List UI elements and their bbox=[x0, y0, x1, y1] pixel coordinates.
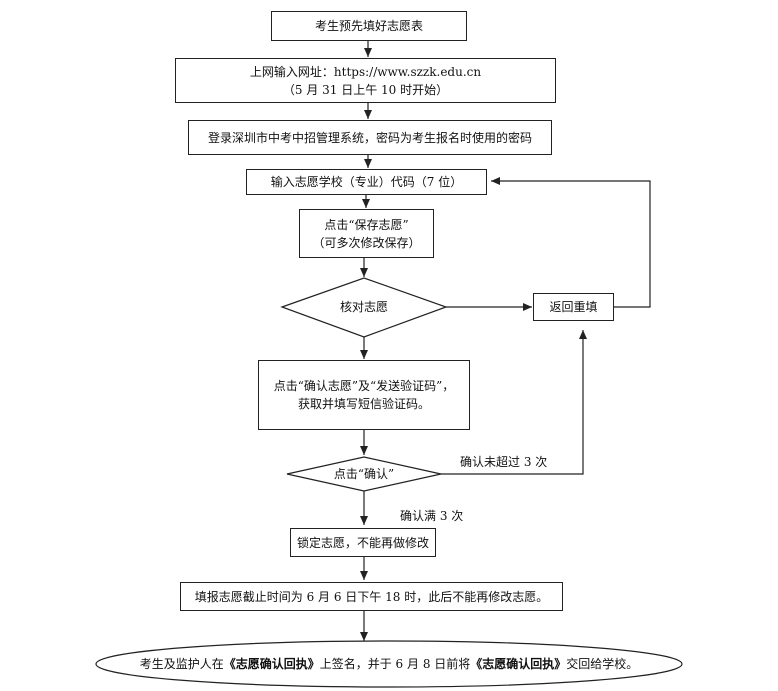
step-login-url: 上网输入网址：https://www.szzk.edu.cn （5 月 31 日… bbox=[175, 58, 556, 103]
login-system-text: 登录深圳市中考中招管理系统，密码为考生报名时使用的密码 bbox=[207, 130, 532, 145]
edge-label-under3: 确认未超过 3 次 bbox=[460, 455, 548, 469]
arrow-return-to-code bbox=[491, 177, 651, 308]
check-diamond-label: 核对志愿 bbox=[314, 299, 414, 315]
lock-text: 锁定志愿，不能再做修改 bbox=[296, 535, 429, 550]
final-part2: 上签名，并于 6 月 8 日前将 bbox=[319, 657, 471, 671]
check-text: 核对志愿 bbox=[339, 300, 388, 314]
step-fill-form-text: 考生预先填好志愿表 bbox=[314, 19, 423, 33]
enter-code-text: 输入志愿学校（专业）代码（7 位） bbox=[270, 175, 463, 189]
final-bold1: 《志愿确认回执》 bbox=[223, 657, 320, 671]
deadline-text: 填报志愿截止时间为 6 月 6 日下午 18 时，此后不能再修改志愿。 bbox=[194, 589, 549, 604]
save-line2: （可多次修改保存） bbox=[312, 235, 421, 250]
final-ellipse bbox=[95, 640, 683, 688]
step-deadline: 填报志愿截止时间为 6 月 6 日下午 18 时，此后不能再修改志愿。 bbox=[180, 582, 563, 611]
confirm-send-line2: 获取并填写短信验证码。 bbox=[297, 397, 430, 411]
step-enter-code: 输入志愿学校（专业）代码（7 位） bbox=[246, 169, 487, 195]
step-login-system: 登录深圳市中考中招管理系统，密码为考生报名时使用的密码 bbox=[188, 120, 552, 155]
return-text: 返回重填 bbox=[549, 300, 598, 314]
step-save: 点击“保存志愿” （可多次修改保存） bbox=[299, 209, 434, 258]
arrow-click-to-return bbox=[441, 330, 587, 475]
step-return: 返回重填 bbox=[533, 293, 614, 321]
edge-label-full3: 确认满 3 次 bbox=[400, 509, 464, 523]
click-confirm-text: 点击“确认” bbox=[333, 467, 395, 481]
step-fill-form: 考生预先填好志愿表 bbox=[271, 11, 467, 41]
final-text: 考生及监护人在《志愿确认回执》上签名，并于 6 月 8 日前将《志愿确认回执》交… bbox=[96, 656, 682, 672]
confirm-diamond-label: 点击“确认” bbox=[314, 466, 414, 482]
login-url-line2: （5 月 31 日上午 10 时开始） bbox=[282, 82, 449, 97]
step-confirm-send: 点击“确认志愿”及“发送验证码”， 获取并填写短信验证码。 bbox=[258, 360, 470, 430]
check-diamond bbox=[280, 277, 448, 338]
final-part1: 考生及监护人在 bbox=[139, 657, 224, 671]
final-part3: 交回给学校。 bbox=[566, 657, 639, 671]
save-line1: 点击“保存志愿” bbox=[324, 217, 409, 232]
final-bold2: 《志愿确认回执》 bbox=[470, 657, 567, 671]
step-lock: 锁定志愿，不能再做修改 bbox=[290, 528, 436, 557]
login-url-line1: 上网输入网址：https://www.szzk.edu.cn bbox=[249, 64, 482, 79]
confirm-diamond bbox=[286, 456, 442, 492]
confirm-send-line1: 点击“确认志愿”及“发送验证码”， bbox=[273, 379, 455, 393]
